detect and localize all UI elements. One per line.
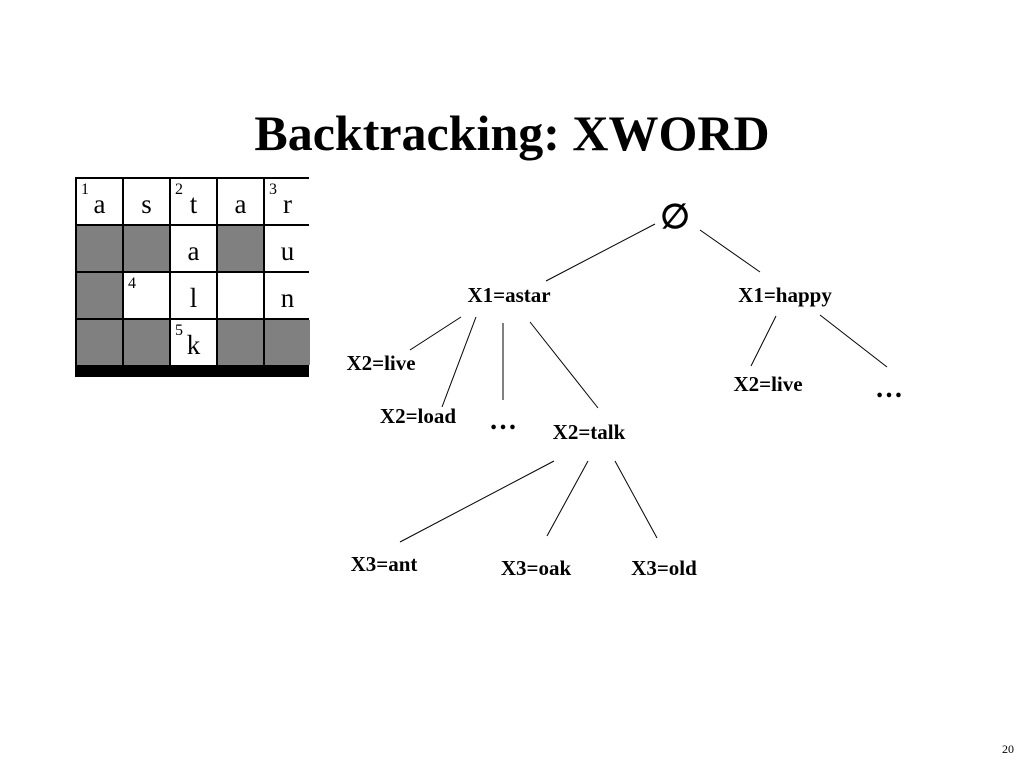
page-number: 20 xyxy=(1002,742,1014,756)
crossword-cell-blocked xyxy=(265,320,310,365)
cell-letter: t xyxy=(189,189,198,219)
node-x2-live-happy: X2=live xyxy=(733,372,802,396)
edge-astar-talk xyxy=(529,321,599,409)
edge-root-happy xyxy=(699,229,761,273)
node-x2-talk: X2=talk xyxy=(553,420,626,444)
node-ellipsis-happy: … xyxy=(875,373,903,404)
crossword-cell xyxy=(218,273,263,318)
slide-title: Backtracking: XWORD xyxy=(254,105,770,161)
node-x1-happy: X1=happy xyxy=(738,283,832,307)
crossword-cell: u xyxy=(265,226,310,271)
cell-number: 3 xyxy=(269,181,277,198)
edge-talk-old xyxy=(614,460,658,539)
node-x2-load: X2=load xyxy=(380,404,456,428)
cell-letter: a xyxy=(234,189,247,219)
cell-letter: a xyxy=(187,236,200,266)
node-x3-ant: X3=ant xyxy=(351,552,418,576)
cell-letter: r xyxy=(283,189,292,219)
tree-edges xyxy=(399,223,888,543)
edge-astar-load xyxy=(441,316,477,408)
crossword-cell: n xyxy=(265,273,310,318)
cell-letter: l xyxy=(189,283,198,313)
cell-letter: k xyxy=(186,330,201,360)
edge-happy-live xyxy=(750,315,777,367)
root-empty-set-icon: ∅ xyxy=(660,199,690,236)
crossword-cell: 4 xyxy=(124,273,169,318)
cell-number: 1 xyxy=(81,181,89,198)
node-x3-old: X3=old xyxy=(631,556,697,580)
node-ellipsis-astar: … xyxy=(489,405,517,436)
edge-happy-ellipsis xyxy=(819,314,888,368)
crossword-cell-blocked xyxy=(218,226,263,271)
cell-number: 5 xyxy=(175,322,183,339)
crossword-cell-blocked xyxy=(218,320,263,365)
cell-number: 4 xyxy=(128,275,136,292)
edge-talk-oak xyxy=(546,460,589,537)
cell-letter: s xyxy=(141,189,152,219)
crossword-cell: a xyxy=(218,179,263,224)
crossword-cell-blocked xyxy=(77,320,122,365)
crossword-cell-blocked xyxy=(77,273,122,318)
node-x3-oak: X3=oak xyxy=(501,556,572,580)
cell-letter: u xyxy=(280,236,295,266)
crossword-cell-blocked xyxy=(124,226,169,271)
node-x2-live-astar: X2=live xyxy=(346,351,415,375)
crossword-cell: a xyxy=(171,226,216,271)
cell-letter: n xyxy=(280,283,295,313)
crossword-cell: s xyxy=(124,179,169,224)
cell-letter: a xyxy=(93,189,106,219)
crossword-cell: l xyxy=(171,273,216,318)
crossword-cell-blocked xyxy=(77,226,122,271)
node-x1-astar: X1=astar xyxy=(467,283,550,307)
edge-astar-live xyxy=(409,316,462,351)
edge-root-astar xyxy=(545,223,656,282)
crossword-cell-blocked xyxy=(124,320,169,365)
cell-number: 2 xyxy=(175,181,183,198)
edge-talk-ant xyxy=(399,460,555,543)
